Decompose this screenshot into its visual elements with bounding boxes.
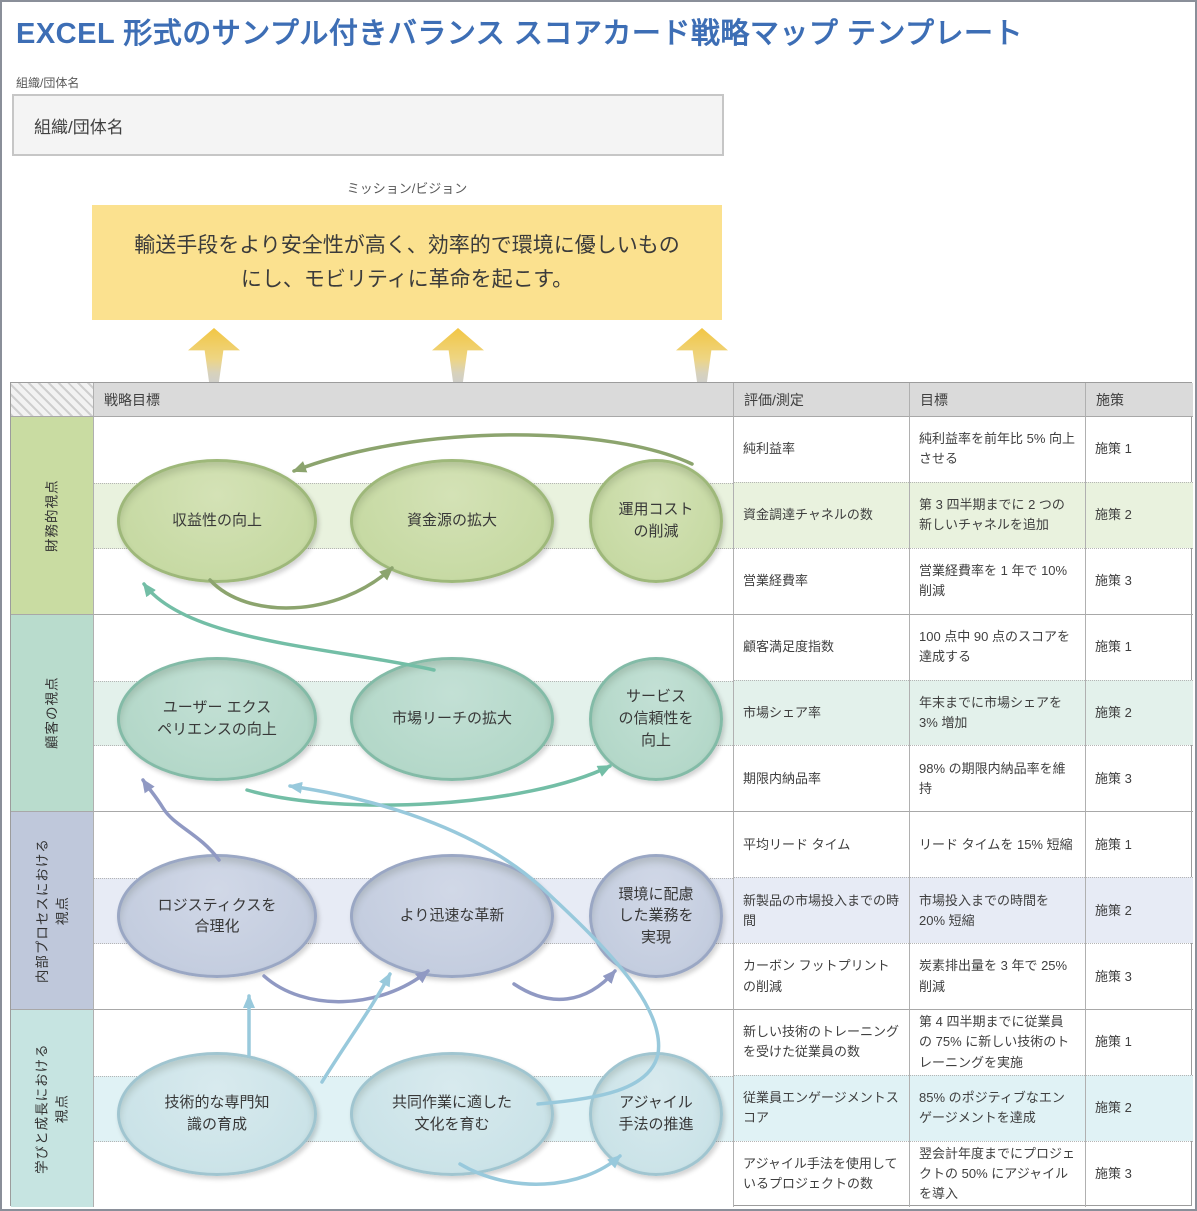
target-cell[interactable]: 第 3 四半期までに 2 つの新しいチャネルを追加 — [909, 481, 1085, 548]
target-cell[interactable]: 市場投入までの時間を 20% 短縮 — [909, 877, 1085, 944]
header-initiative: 施策 — [1085, 383, 1193, 416]
measure-cell[interactable]: 純利益率 — [733, 416, 909, 482]
objective-ellipse[interactable]: サービス の信頼性を 向上 — [589, 656, 723, 781]
org-name-value: 組織/団体名 — [34, 117, 124, 137]
strategy-map-financial: 収益性の向上 資金源の拡大 運用コスト の削減 — [93, 416, 733, 614]
perspective-label-financial: 財務的視点 — [11, 416, 93, 614]
initiative-cell[interactable]: 施策 2 — [1085, 877, 1193, 944]
target-cell[interactable]: 純利益率を前年比 5% 向上させる — [909, 416, 1085, 482]
strategy-map-internal-process: ロジスティクスを 合理化 より迅速な革新 環境に配慮 した業務を 実現 — [93, 811, 733, 1010]
target-cell[interactable]: 炭素排出量を 3 年で 25% 削減 — [909, 943, 1085, 1010]
initiative-cell[interactable]: 施策 1 — [1085, 416, 1193, 482]
page-title: EXCEL 形式のサンプル付きバランス スコアカード戦略マップ テンプレート — [16, 18, 1024, 50]
up-arrow-icon — [676, 328, 728, 384]
initiative-cell[interactable]: 施策 3 — [1085, 1140, 1193, 1207]
mission-vision-label: ミッション/ビジョン — [346, 181, 468, 196]
target-cell[interactable]: リード タイムを 15% 短縮 — [909, 811, 1085, 878]
objective-ellipse[interactable]: アジャイル 手法の推進 — [589, 1052, 723, 1177]
measure-cell[interactable]: 新しい技術のトレーニングを受けた従業員の数 — [733, 1009, 909, 1075]
objective-ellipse[interactable]: 市場リーチの拡大 — [350, 656, 554, 781]
corner-cell — [11, 383, 93, 416]
initiative-cell[interactable]: 施策 1 — [1085, 811, 1193, 878]
objective-ellipse[interactable]: 共同作業に適した 文化を育む — [350, 1052, 554, 1177]
measure-cell[interactable]: 市場シェア率 — [733, 679, 909, 746]
objective-ellipse[interactable]: 収益性の向上 — [117, 459, 317, 583]
perspective-label-internal-process: 内部プロセスにおける 視点 — [11, 811, 93, 1010]
initiative-cell[interactable]: 施策 3 — [1085, 547, 1193, 614]
objective-ellipse[interactable]: 環境に配慮 した業務を 実現 — [589, 854, 723, 979]
objective-ellipse[interactable]: 資金源の拡大 — [350, 459, 554, 583]
measure-cell[interactable]: 平均リード タイム — [733, 811, 909, 878]
initiative-cell[interactable]: 施策 1 — [1085, 1009, 1193, 1075]
initiative-cell[interactable]: 施策 2 — [1085, 679, 1193, 746]
target-cell[interactable]: 85% のポジティブなエンゲージメントを達成 — [909, 1074, 1085, 1141]
target-cell[interactable]: 100 点中 90 点のスコアを達成する — [909, 613, 1085, 680]
initiative-cell[interactable]: 施策 1 — [1085, 613, 1193, 680]
header-objective: 戦略目標 — [93, 383, 733, 416]
measure-cell[interactable]: アジャイル手法を使用しているプロジェクトの数 — [733, 1140, 909, 1207]
header-measure: 評価/測定 — [733, 383, 909, 416]
up-arrow-icon — [188, 328, 240, 384]
target-cell[interactable]: 営業経費率を 1 年で 10% 削減 — [909, 547, 1085, 614]
initiative-cell[interactable]: 施策 3 — [1085, 943, 1193, 1010]
strategy-map-customer: ユーザー エクス ペリエンスの向上 市場リーチの拡大 サービス の信頼性を 向上 — [93, 613, 733, 812]
header-target: 目標 — [909, 383, 1085, 416]
perspective-label-learning-growth: 学びと成長における 視点 — [11, 1009, 93, 1207]
org-name-label: 組織/団体名 — [16, 76, 80, 90]
objective-ellipse[interactable]: 運用コスト の削減 — [589, 459, 723, 583]
org-name-input[interactable]: 組織/団体名 — [12, 94, 724, 156]
initiative-cell[interactable]: 施策 2 — [1085, 1074, 1193, 1141]
initiative-cell[interactable]: 施策 2 — [1085, 481, 1193, 548]
initiative-cell[interactable]: 施策 3 — [1085, 745, 1193, 812]
measure-cell[interactable]: カーボン フットプリントの削減 — [733, 943, 909, 1010]
measure-cell[interactable]: 資金調達チャネルの数 — [733, 481, 909, 548]
objective-ellipse[interactable]: ロジスティクスを 合理化 — [117, 854, 317, 979]
target-cell[interactable]: 年末までに市場シェアを 3% 増加 — [909, 679, 1085, 746]
measure-cell[interactable]: 従業員エンゲージメントスコア — [733, 1074, 909, 1141]
objective-ellipse[interactable]: ユーザー エクス ペリエンスの向上 — [117, 656, 317, 781]
objective-ellipse[interactable]: 技術的な専門知 識の育成 — [117, 1052, 317, 1177]
target-cell[interactable]: 第 4 四半期までに従業員の 75% に新しい技術のトレーニングを実施 — [909, 1009, 1085, 1075]
measure-cell[interactable]: 営業経費率 — [733, 547, 909, 614]
mission-statement-box[interactable]: 輸送手段をより安全性が高く、効率的で環境に優しいもの にし、モビリティに革命を起… — [92, 205, 722, 320]
measure-cell[interactable]: 期限内納品率 — [733, 745, 909, 812]
target-cell[interactable]: 翌会計年度までにプロジェクトの 50% にアジャイルを導入 — [909, 1140, 1085, 1207]
objective-ellipse[interactable]: より迅速な革新 — [350, 854, 554, 979]
scorecard-table: 戦略目標 評価/測定 目標 施策 財務的視点 収益性の向上 資金源の拡大 運用コ… — [10, 382, 1193, 1207]
strategy-map-learning-growth: 技術的な専門知 識の育成 共同作業に適した 文化を育む アジャイル 手法の推進 — [93, 1009, 733, 1207]
measure-cell[interactable]: 顧客満足度指数 — [733, 613, 909, 680]
target-cell[interactable]: 98% の期限内納品率を維持 — [909, 745, 1085, 812]
up-arrow-icon — [432, 328, 484, 384]
measure-cell[interactable]: 新製品の市場投入までの時間 — [733, 877, 909, 944]
perspective-label-customer: 顧客の視点 — [11, 613, 93, 812]
